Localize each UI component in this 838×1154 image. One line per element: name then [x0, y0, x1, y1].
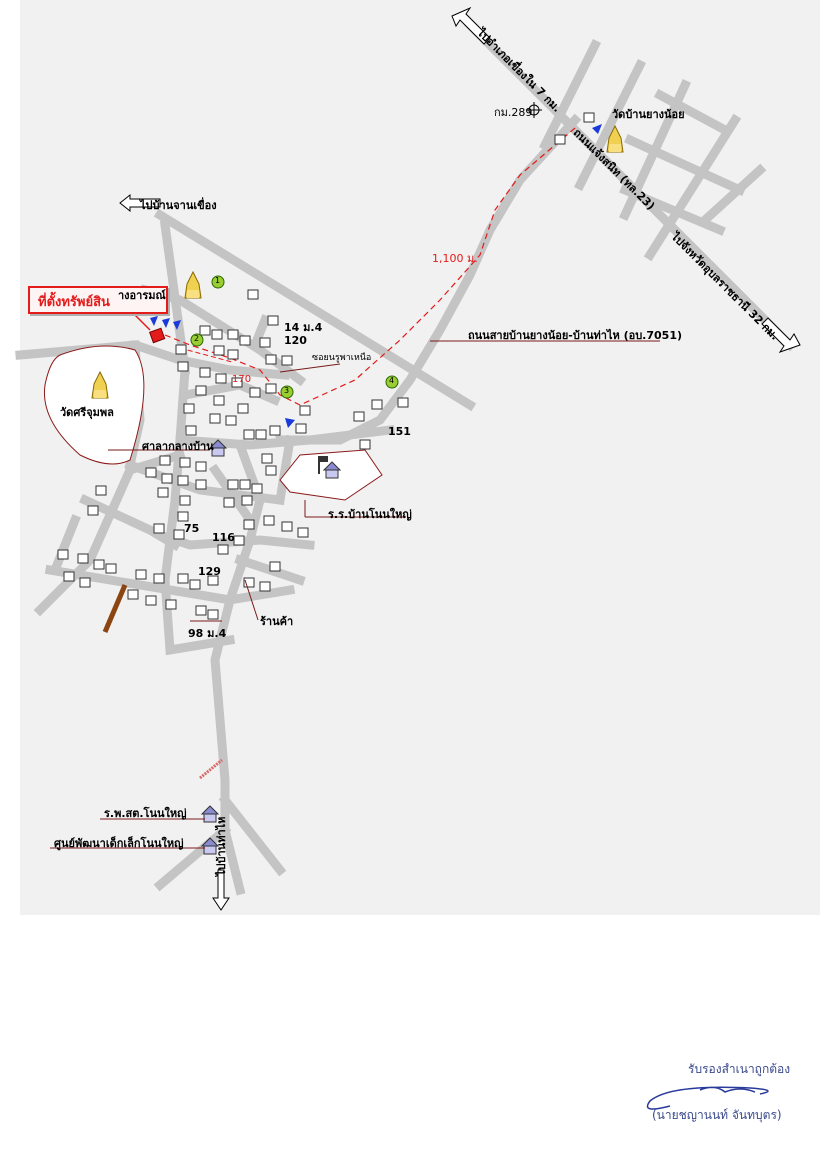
school-building-icon: [318, 456, 342, 479]
wat-arom-label: างอารมณ์: [118, 289, 166, 302]
house-120-label: 120: [284, 334, 307, 347]
school-label: ร.ร.บ้านโนนใหญ่: [328, 508, 412, 521]
marker-4-number: 4: [389, 376, 395, 385]
house-116-label: 116: [212, 531, 235, 544]
road-7051-label: ถนนสายบ้านยางน้อย-บ้านท่าไห (อบ.7051): [468, 329, 683, 342]
route-arrow-2: [179, 347, 233, 363]
property-location-box: ที่ตั้งทรัพย์สิน: [28, 286, 168, 314]
viewpoint-flag-icon: [150, 124, 602, 428]
marker-1-number: 1: [215, 276, 221, 285]
to-ban-chan-label: ไปบ้านจานเขื่อง: [140, 199, 217, 212]
route-to-property: [164, 127, 576, 406]
wat-sri-chumphon-label: วัดศรีจุมพล: [60, 406, 114, 419]
property-location-label: ที่ตั้งทรัพย์สิน: [38, 295, 110, 310]
to-ban-tha-hai-label: ไปบ้านท่าไห: [215, 816, 228, 876]
child-center-label: ศูนย์พัฒนาเด็กเล็กโนนใหญ่: [54, 837, 184, 850]
hospital-building-icon: [200, 805, 220, 823]
wat-ban-yang-noi-label: วัดบ้านยางน้อย: [612, 108, 685, 121]
map-background: [20, 0, 820, 915]
direction-arrow-icon: [119, 6, 801, 911]
house-icons: [57, 112, 595, 620]
distance-1100-label: 1,100 ม.: [432, 252, 478, 265]
house-75-label: 75: [184, 522, 200, 535]
hatched-path: [199, 758, 223, 780]
house-151-label: 151: [388, 425, 411, 438]
temple-icon: [606, 124, 624, 153]
child-center-building-icon: [200, 837, 220, 855]
certification-name: (นายชญานนท์ จันทบุตร): [652, 1108, 782, 1122]
temple-icon: [184, 270, 202, 299]
sala-building-icon: [208, 439, 228, 457]
soi-name-label: ซอยนรูพาเหนือ: [312, 353, 372, 363]
signature-icon: [646, 1086, 769, 1110]
hospital-label: ร.พ.สต.โนนใหญ่: [104, 807, 187, 820]
dirt-track: [102, 584, 128, 633]
house-98-label: 98 ม.4: [188, 627, 227, 640]
km289-label: กม.289: [494, 106, 533, 119]
temple-icon: [91, 370, 109, 399]
shop-label: ร้านค้า: [260, 615, 294, 628]
certification-title: รับรองสำเนาถูกต้อง: [688, 1062, 791, 1076]
km-marker-icon: [526, 102, 542, 118]
house-14-label: 14 ม.4: [284, 321, 323, 334]
house-129-label: 129: [198, 565, 221, 578]
wat-sri-chumphon-boundary: [43, 345, 145, 465]
label-leader-lines: [50, 340, 660, 849]
marker-3-number: 3: [284, 386, 290, 395]
green-marker-icon: [190, 275, 399, 399]
distance-170-label: 170: [232, 374, 252, 385]
sala-label: ศาลากลางบ้าน: [142, 440, 214, 453]
marker-2-number: 2: [194, 334, 200, 343]
property-marker-icon: [149, 327, 166, 344]
